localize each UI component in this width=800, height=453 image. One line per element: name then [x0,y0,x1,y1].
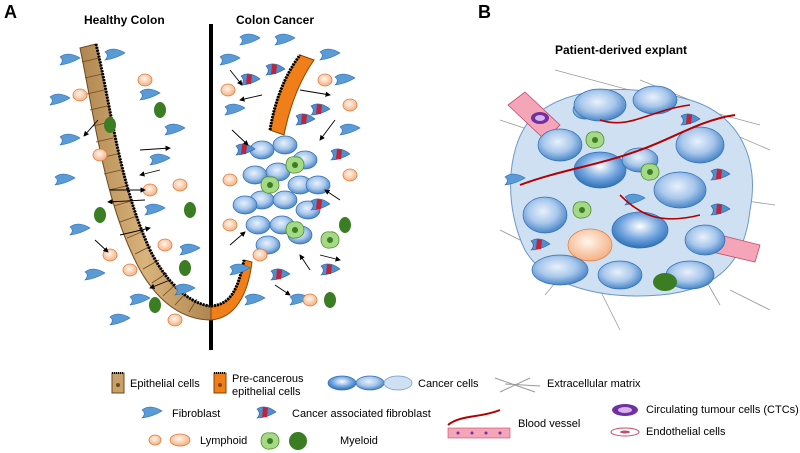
legend-precancer-label-2: epithelial cells [232,386,301,398]
legend-ctc-label: Circulating tumour cells (CTCs) [646,404,799,416]
legend-myeloid-icon-1 [260,432,280,450]
legend-icons [111,372,640,450]
legend-fibroblast-label: Fibroblast [172,408,221,420]
legend-cancer-icon-1 [327,375,357,391]
explant [499,69,776,331]
legend-lymphoid-icon-1 [148,434,162,446]
legend-lymphoid-icon-2 [169,433,191,447]
tumour-mass [232,135,340,255]
legend-epithelial-label: Epithelial cells [130,378,200,390]
legend-cancer-icon-3 [383,375,413,391]
legend-fibroblast-icon [141,406,163,419]
explant-title: Patient-derived explant [555,43,688,57]
legend-cancer-label: Cancer cells [418,378,479,390]
legend-myeloid-icon-2 [289,432,307,450]
healthy-colon-title: Healthy Colon [84,13,165,27]
healthy-brush-border [94,43,212,308]
legend-blood-vessel-icon [447,409,501,426]
legend-caf-icon [256,406,277,419]
legend-cancer-icon-2 [355,375,385,391]
panel-b-letter: B [478,2,491,22]
colon-cancer-title: Colon Cancer [236,13,315,27]
legend-myeloid-label: Myeloid [340,435,378,447]
panel-a-letter: A [4,2,17,22]
legend-caf-label: Cancer associated fibroblast [292,408,431,420]
legend-ecm-label: Extracellular matrix [547,378,641,390]
legend-precancer-label-1: Pre-cancerous [232,373,304,385]
legend-ecm-icon [494,377,541,393]
cancer-arrows [229,69,341,296]
legend-blood-label: Blood vessel [518,418,581,430]
healthy-arrows [83,119,171,289]
legend-lymphoid-label: Lymphoid [200,435,248,447]
legend-endothelial-label: Endothelial cells [646,426,726,438]
